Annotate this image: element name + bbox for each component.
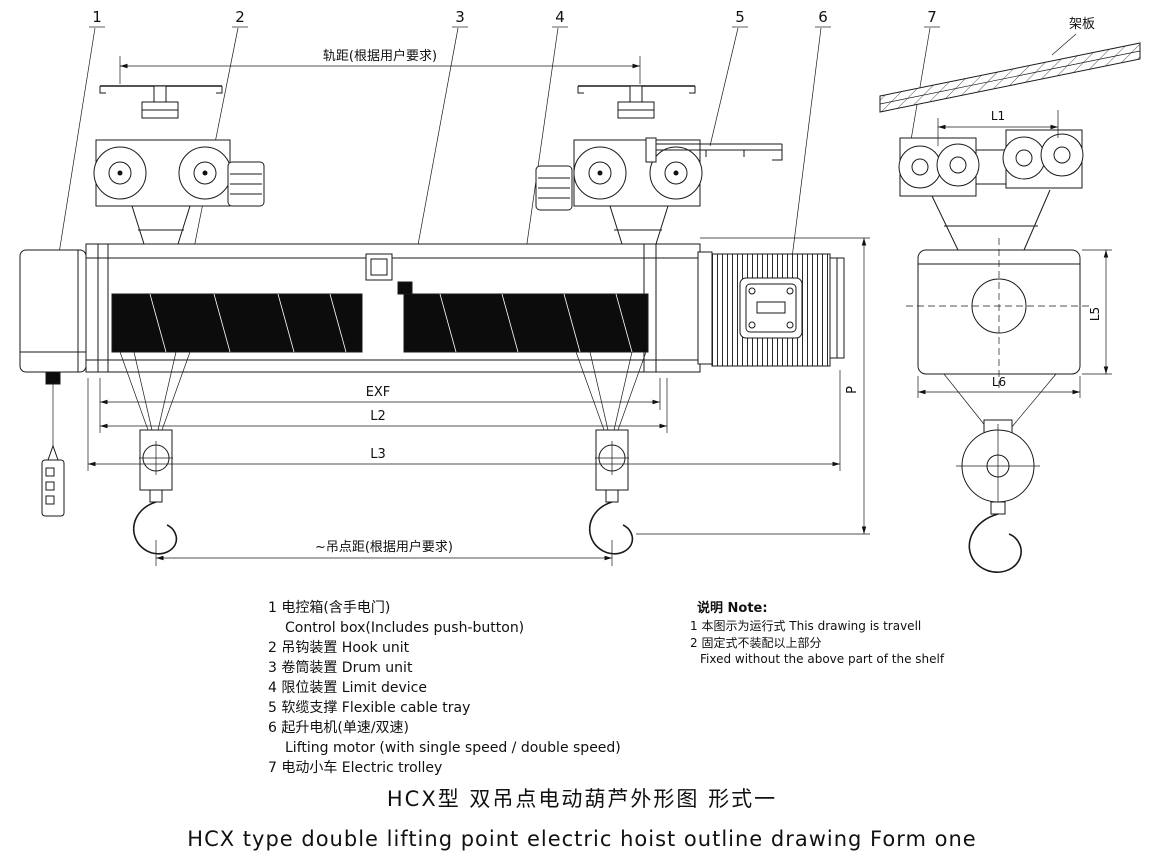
callout-4: 4 <box>555 8 565 26</box>
legend-line-1: 1 电控箱(含手电门) <box>268 600 390 616</box>
legend-line-9: 7 电动小车 Electric trolley <box>268 759 442 776</box>
l2-label: L2 <box>370 409 386 424</box>
l1-label: L1 <box>991 109 1005 123</box>
legend-line-5: 4 限位装置 Limit device <box>268 680 427 696</box>
callout-6: 6 <box>818 8 828 26</box>
dim-l2: L2 <box>99 378 668 433</box>
legend-line-7: 6 起升电机(单速/双速) <box>268 720 409 736</box>
dim-l1: L1 <box>937 109 1059 146</box>
rail-gauge-label: 轨距(根据用户要求) <box>323 48 437 64</box>
dim-l5: L5 <box>1082 249 1112 375</box>
right-hook-unit <box>575 351 647 555</box>
pendant-button <box>45 467 55 477</box>
pendant-control <box>41 384 65 517</box>
notes-header: 说明 Note: <box>697 600 768 616</box>
left-hook-unit <box>119 351 191 555</box>
drum-left <box>111 293 363 353</box>
hook-gauge-label: ~吊点距(根据用户要求) <box>315 539 453 555</box>
l3-label: L3 <box>370 447 386 462</box>
l5-label: L5 <box>1088 307 1102 321</box>
drawing-title-cn: HCX型 双吊点电动葫芦外形图 形式一 <box>387 787 777 811</box>
dim-p: P <box>636 237 870 535</box>
pendant-button <box>45 495 55 505</box>
p-label: P <box>845 386 860 394</box>
callout-3: 3 <box>455 8 465 26</box>
drawing-title-en: HCX type double lifting point electric h… <box>187 827 976 851</box>
callout-1: 1 <box>92 8 102 26</box>
l6-label: L6 <box>992 375 1006 389</box>
left-trolley <box>93 85 265 245</box>
legend-line-3: 2 吊钩装置 Hook unit <box>268 640 410 656</box>
legend-line-6: 5 软缆支撑 Flexible cable tray <box>268 700 470 716</box>
drum-right <box>403 293 649 353</box>
side-view: 架板 L1 <box>879 17 1141 573</box>
dim-hook-gauge: ~吊点距(根据用户要求) <box>155 539 613 566</box>
lifting-motor <box>697 251 845 367</box>
dim-l6: L6 <box>917 375 1081 398</box>
shelf-label: 架板 <box>1069 17 1095 32</box>
limit-device <box>365 253 393 281</box>
callout-7: 7 <box>927 8 937 26</box>
control-box <box>19 249 87 385</box>
rope-clamp <box>397 281 413 295</box>
notes: 说明 Note: 1 本图示为运行式 This drawing is trave… <box>690 600 945 666</box>
cable-tray <box>645 137 783 163</box>
notes-line-1: 1 本图示为运行式 This drawing is travell <box>690 619 921 633</box>
right-trolley <box>535 85 703 245</box>
pendant-button <box>45 481 55 491</box>
side-hook-unit <box>943 373 1057 573</box>
callout-5: 5 <box>735 8 745 26</box>
motor-terminal-box <box>739 277 803 339</box>
legend-line-8: Lifting motor (with single speed / doubl… <box>285 740 621 756</box>
legend-line-4: 3 卷筒装置 Drum unit <box>268 659 413 676</box>
notes-line-3: Fixed without the above part of the shel… <box>700 652 945 666</box>
rail-gauge-dimension: 轨距(根据用户要求) <box>119 48 641 84</box>
callout-numbers: 1 2 3 4 5 6 7 <box>92 8 937 26</box>
callout-leaders <box>56 26 940 299</box>
dim-l3: L3 <box>87 370 841 471</box>
legend: 1 电控箱(含手电门) Control box(Includes push-bu… <box>268 600 621 776</box>
exf-label: EXF <box>366 385 391 400</box>
legend-line-2: Control box(Includes push-button) <box>285 620 524 636</box>
side-trolley <box>898 129 1084 251</box>
dim-exf: EXF <box>99 378 661 410</box>
side-body <box>906 238 1092 388</box>
callout-2: 2 <box>235 8 245 26</box>
notes-line-2: 2 固定式不装配以上部分 <box>690 635 821 650</box>
